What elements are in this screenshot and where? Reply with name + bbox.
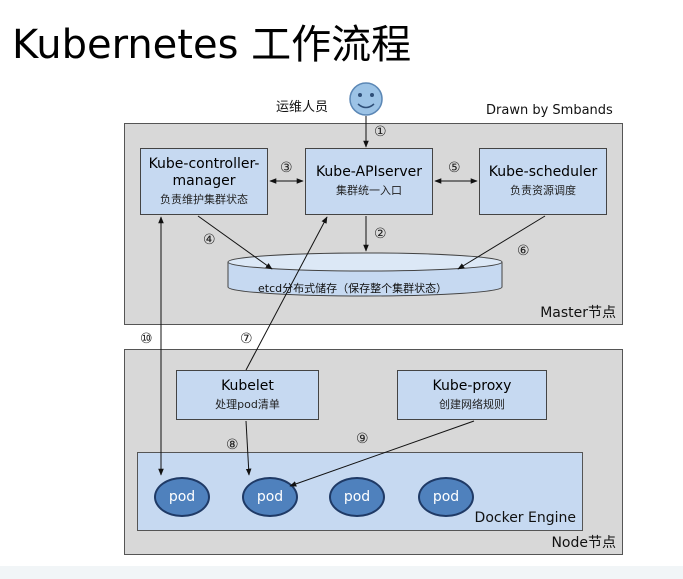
scheduler-name: Kube-scheduler	[488, 164, 598, 180]
scheduler-desc: 负责资源调度	[510, 184, 576, 197]
docker-engine-label: Docker Engine	[474, 510, 576, 526]
step-8-label: ⑧	[226, 437, 239, 453]
controller-manager-name-line1: Kube-controller-	[148, 155, 260, 172]
kube-scheduler-box: Kube-scheduler 负责资源调度	[479, 148, 607, 215]
worker-node-label: Node节点	[551, 535, 616, 551]
operator-smiley-icon	[349, 82, 383, 116]
apiserver-desc: 集群统一入口	[336, 184, 402, 197]
arrow-step-9	[289, 420, 475, 487]
arrow-step-7	[245, 216, 328, 371]
arrow-step-6	[457, 215, 546, 270]
master-node-label: Master节点	[540, 305, 616, 321]
kube-controller-manager-box: Kube-controller- manager 负责维护集群状态	[140, 148, 268, 215]
controller-manager-desc: 负责维护集群状态	[160, 192, 248, 206]
operator-label: 运维人员	[276, 100, 329, 115]
step-1-label: ①	[374, 124, 387, 140]
step-6-label: ⑥	[517, 243, 530, 259]
kubelet-box: Kubelet 处理pod清单	[176, 370, 319, 420]
step-3-label: ③	[280, 160, 293, 176]
step-9-label: ⑨	[356, 431, 369, 447]
proxy-desc: 创建网络规则	[439, 397, 505, 411]
arrow-step-8	[245, 420, 252, 476]
pod-2: pod	[242, 477, 298, 517]
step-4-label: ④	[203, 232, 216, 248]
kubelet-desc: 处理pod清单	[215, 397, 280, 411]
pod-4: pod	[418, 477, 474, 517]
kube-apiserver-box: Kube-APIserver 集群统一入口	[305, 148, 433, 215]
apiserver-name: Kube-APIserver	[315, 164, 423, 180]
step-10-label: ⑩	[140, 331, 153, 347]
pod-3: pod	[329, 477, 385, 517]
etcd-cylinder	[227, 252, 503, 297]
page-title: Kubernetes 工作流程	[12, 22, 412, 68]
step-7-label: ⑦	[240, 331, 253, 347]
drawn-by-credit: Drawn by Smbands	[486, 103, 613, 118]
pod-1: pod	[154, 477, 210, 517]
step-2-label: ②	[374, 226, 387, 242]
proxy-name: Kube-proxy	[432, 377, 512, 394]
etcd-label: etcd分布式储存（保存整个集群状态）	[258, 282, 448, 295]
kubelet-name: Kubelet	[221, 377, 274, 394]
arrow-step-4	[197, 215, 273, 270]
bottom-strip	[0, 566, 683, 579]
kube-proxy-box: Kube-proxy 创建网络规则	[397, 370, 547, 420]
controller-manager-name-line2: manager	[172, 172, 236, 189]
step-5-label: ⑤	[448, 160, 461, 176]
